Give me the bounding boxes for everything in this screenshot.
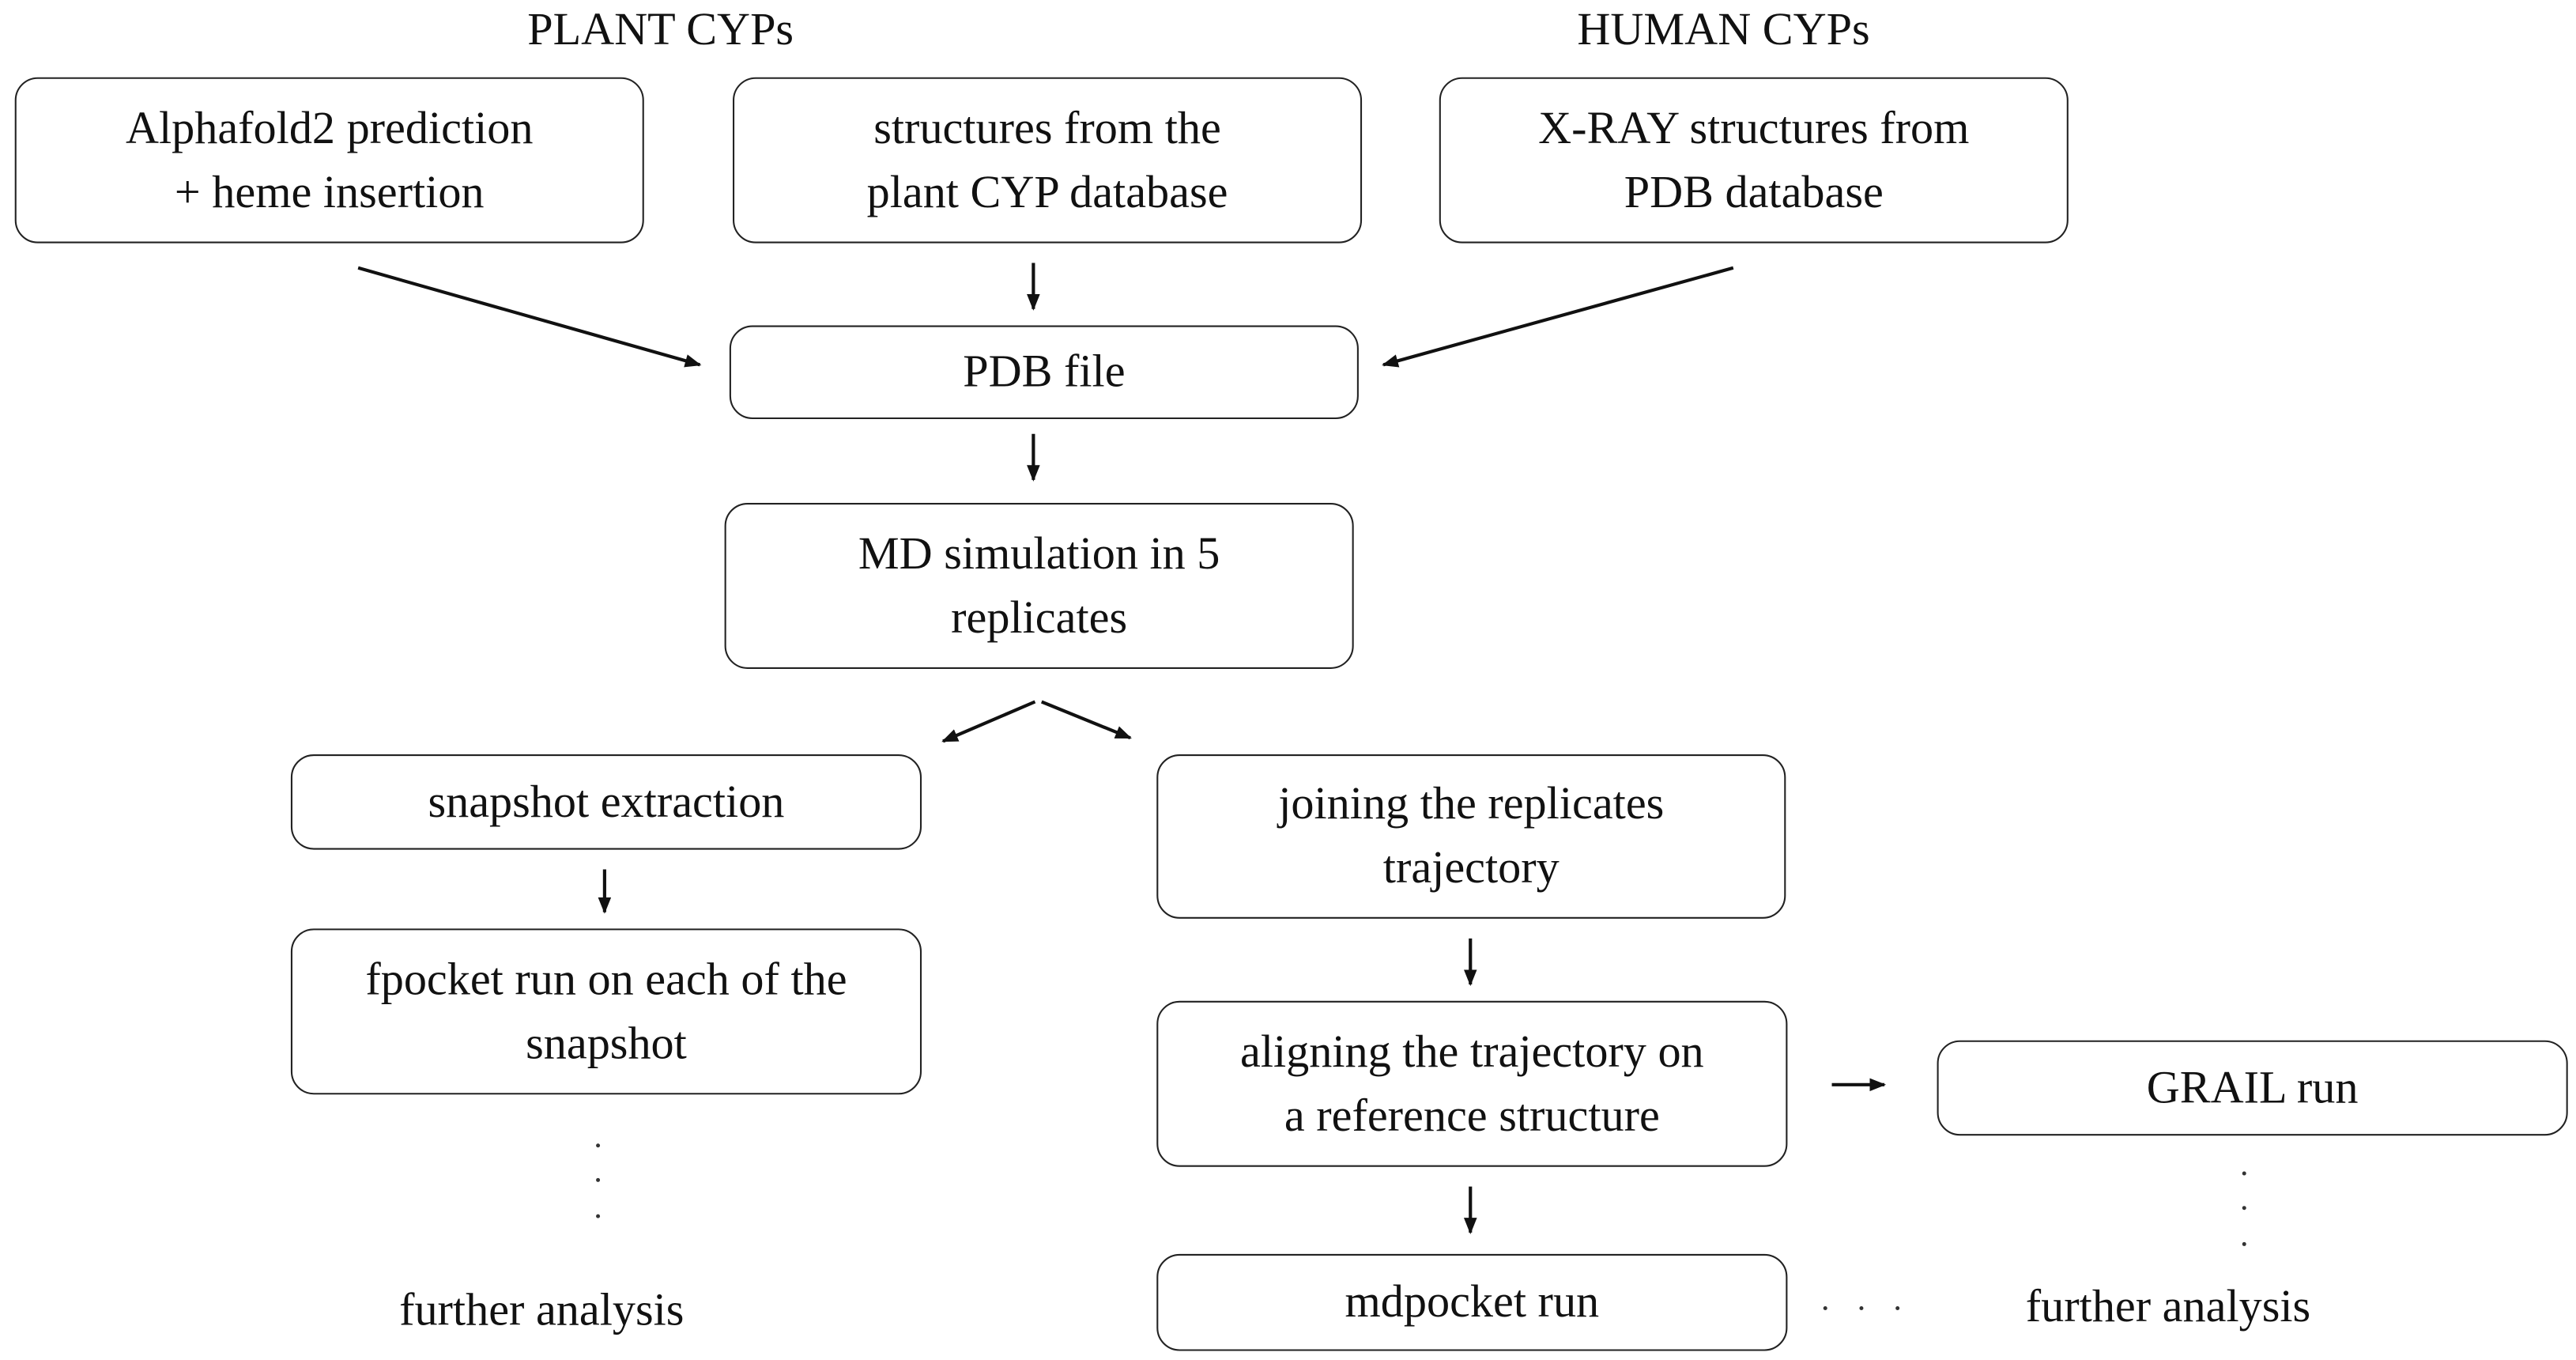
box-line: joining the replicates: [1278, 779, 1665, 830]
md-simulation-box: MD simulation in 5 replicates: [724, 503, 1354, 669]
ellipsis-dot: [1859, 1305, 1864, 1310]
ellipsis-dot: [1895, 1305, 1900, 1310]
alphafold-prediction-box: Alphafold2 prediction + heme insertion: [14, 77, 644, 244]
arrow-md-to-snapshot: [941, 700, 1036, 743]
box-line: plant CYP database: [866, 166, 1228, 218]
arrow-xray-to-pdb: [1382, 266, 1734, 368]
arrow-md-to-joining: [1040, 700, 1132, 740]
header-plant-cyps: PLANT CYPs: [527, 5, 794, 56]
ellipsis-dot: [2242, 1241, 2246, 1246]
aligning-trajectory-box: aligning the trajectory on a reference s…: [1156, 1000, 1788, 1167]
grail-run-box: GRAIL run: [1937, 1040, 2568, 1136]
box-line: PDB database: [1624, 166, 1884, 218]
ellipsis-dot: [596, 1177, 601, 1182]
snapshot-extraction-box: snapshot extraction: [290, 754, 922, 850]
header-human-cyps: HUMAN CYPs: [1577, 5, 1870, 56]
box-line: structures from the: [873, 102, 1221, 154]
box-line: trajectory: [1382, 843, 1560, 894]
box-line: snapshot: [526, 1018, 687, 1070]
box-line: MD simulation in 5: [858, 528, 1220, 580]
box-line: snapshot extraction: [428, 776, 785, 828]
ellipsis-dot: [2242, 1171, 2246, 1176]
box-line: mdpocket run: [1345, 1276, 1600, 1328]
box-line: a reference structure: [1284, 1090, 1660, 1142]
box-line: + heme insertion: [174, 166, 485, 218]
plant-cyp-database-box: structures from the plant CYP database: [733, 77, 1363, 244]
box-line: aligning the trajectory on: [1240, 1026, 1704, 1078]
ellipsis-dot: [1823, 1305, 1827, 1310]
further-analysis-left: further analysis: [399, 1285, 685, 1336]
ellipsis-dot: [596, 1143, 601, 1148]
box-line: replicates: [951, 592, 1128, 644]
fpocket-run-box: fpocket run on each of the snapshot: [290, 928, 922, 1095]
box-line: GRAIL run: [2146, 1062, 2359, 1114]
joining-replicates-box: joining the replicates trajectory: [1156, 754, 1786, 919]
box-line: Alphafold2 prediction: [125, 102, 534, 154]
box-line: fpocket run on each of the: [365, 954, 847, 1006]
box-line: X-RAY structures from: [1538, 102, 1970, 154]
ellipsis-dot: [596, 1214, 601, 1218]
further-analysis-right: further analysis: [2025, 1282, 2311, 1333]
xray-pdb-database-box: X-RAY structures from PDB database: [1439, 77, 2069, 244]
arrow-alphafold-to-pdb: [357, 266, 702, 368]
ellipsis-dot: [2242, 1206, 2246, 1211]
pdb-file-box: PDB file: [729, 325, 1359, 420]
mdpocket-run-box: mdpocket run: [1156, 1253, 1788, 1351]
box-line: PDB file: [963, 346, 1126, 398]
